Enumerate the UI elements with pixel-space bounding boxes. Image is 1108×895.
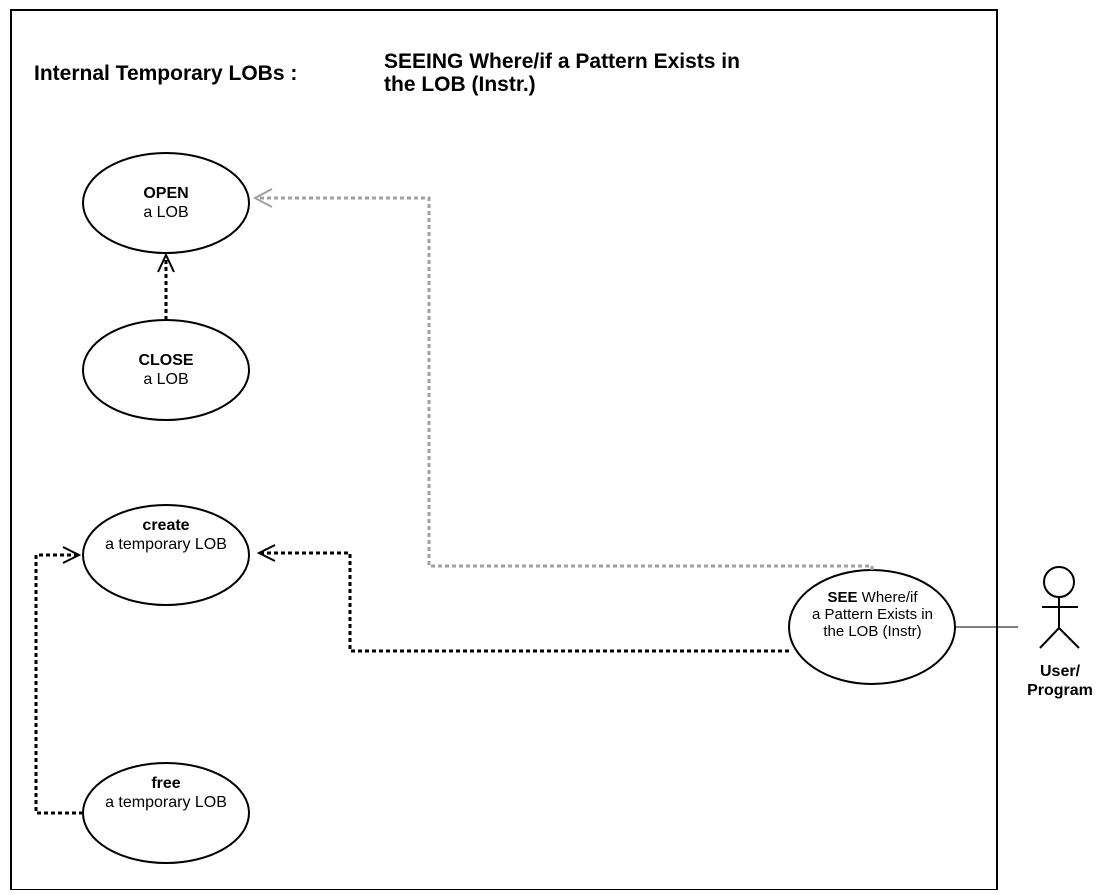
use-case-open-label: OPEN a LOB [86, 184, 246, 222]
use-case-close-detail: a LOB [143, 371, 189, 388]
use-case-open-detail: a LOB [143, 204, 189, 221]
use-case-free-name: free [151, 775, 181, 792]
use-case-see-name: SEE [827, 589, 858, 606]
dependency-free-to-create [34, 553, 83, 815]
use-case-close-name: CLOSE [138, 352, 194, 369]
use-case-open-name: OPEN [143, 185, 189, 202]
actor-label: User/ Program [1027, 663, 1093, 699]
use-case-close-label: CLOSE a LOB [86, 351, 246, 389]
use-case-create-ellipse[interactable] [82, 504, 250, 606]
diagram-title: SEEING Where/if a Pattern Exists in the … [384, 50, 740, 96]
arrowhead-open-black [157, 252, 175, 273]
use-case-free-detail: a temporary LOB [105, 794, 227, 811]
actor-icon[interactable] [1039, 566, 1080, 649]
arrowhead-create-right [256, 544, 276, 562]
use-case-see-label: SEE Where/if a Pattern Exists in the LOB… [800, 589, 945, 640]
use-case-free-label: free a temporary LOB [101, 774, 231, 812]
use-case-create-name: create [142, 517, 190, 534]
dependency-see-to-create [260, 551, 789, 653]
use-case-create-detail: a temporary LOB [105, 536, 227, 553]
system-boundary [10, 9, 998, 891]
dependency-see-to-open [256, 196, 874, 570]
diagram-title-prefix: Internal Temporary LOBs : [34, 62, 298, 85]
arrowhead-create-left [62, 546, 82, 564]
use-case-see-detail-2: a Pattern Exists in the LOB (Instr) [812, 606, 933, 640]
use-case-create-label: create a temporary LOB [101, 516, 231, 554]
use-case-see-detail-1: Where/if [857, 589, 918, 606]
arrowhead-open-gray [252, 188, 273, 208]
